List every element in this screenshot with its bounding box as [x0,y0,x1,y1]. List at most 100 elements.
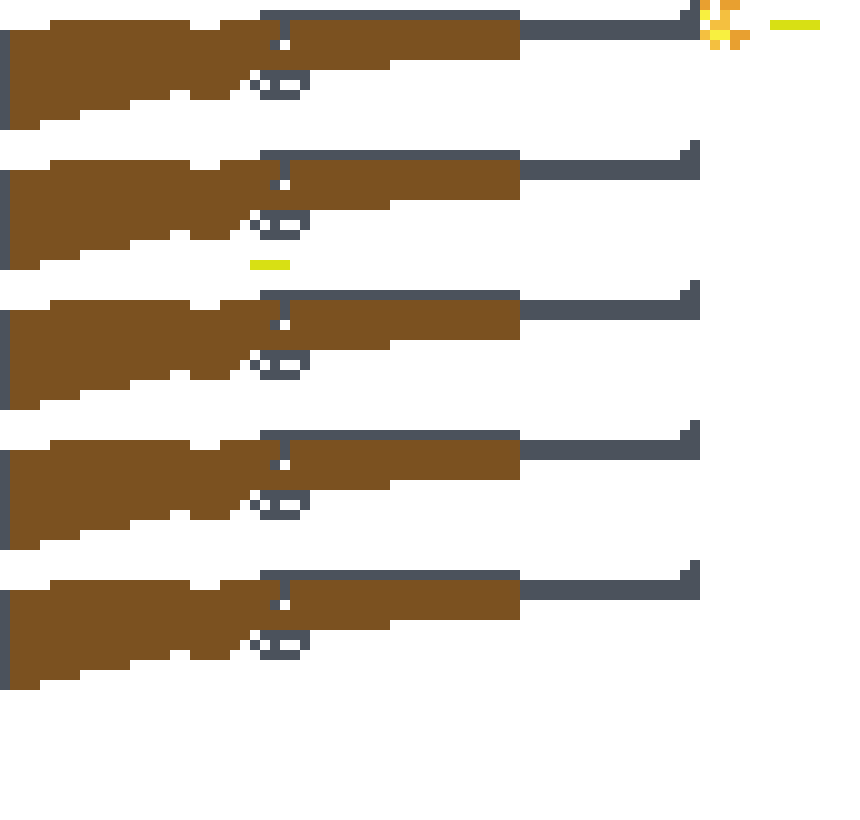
muzzle-flash-pixel [720,10,730,20]
rifle-metal-pixel [300,490,310,510]
rifle-stock-pixel [190,510,230,520]
rifle-metal-pixel [270,460,280,470]
rifle-metal-pixel [0,170,10,270]
rifle-stock-pixel [220,440,280,450]
rifle-metal-pixel [680,10,700,20]
muzzle-flash-pixel [700,30,710,40]
rifle-stock-pixel [220,20,280,30]
rifle-stock-pixel [10,340,390,350]
rifle-stock-pixel [10,100,130,110]
rifle-metal-pixel [250,220,260,230]
rifle-metal-pixel [250,360,260,370]
rifle-stock-pixel [10,170,280,180]
rifle-stock-pixel [50,440,190,450]
rifle-stock-pixel [10,30,280,40]
rifle-stock-pixel [10,360,240,370]
rifle-stock-pixel [10,380,130,390]
rifle-metal-pixel [260,350,300,360]
rifle-metal-pixel [250,640,260,650]
rifle-stock-pixel [10,110,80,120]
muzzle-flash-pixel [710,30,730,40]
rifle-stock-pixel [10,670,80,680]
rifle-metal-pixel [260,290,520,300]
rifle-stock-pixel [10,480,390,490]
rifle-stock-pixel [10,220,240,230]
rifle-stock-pixel [10,260,40,270]
rifle-stock-pixel [10,450,280,460]
rifle-stock-pixel [190,370,230,380]
rifle-metal-pixel [680,150,700,160]
rifle-stock-pixel [10,520,130,530]
rifle-metal-pixel [270,220,280,230]
rifle-frame-1 [0,0,860,140]
rifle-metal-pixel [690,420,700,430]
rifle-stock-pixel [10,620,390,630]
rifle-metal-pixel [260,430,520,440]
rifle-frame-3 [0,280,860,420]
rifle-metal-pixel [280,580,290,600]
rifle-metal-pixel [690,560,700,570]
rifle-stock-pixel [10,540,40,550]
rifle-stock-pixel [290,580,520,620]
rifle-metal-pixel [0,450,10,550]
rifle-metal-pixel [270,360,280,370]
rifle-metal-pixel [280,160,290,180]
rifle-stock-pixel [290,160,520,200]
rifle-metal-pixel [300,210,310,230]
rifle-metal-pixel [270,600,280,610]
rifle-metal-pixel [0,590,10,690]
rifle-metal-pixel [270,320,280,330]
rifle-stock-pixel [10,530,80,540]
rifle-stock-pixel [10,90,170,100]
rifle-metal-pixel [680,570,700,580]
rifle-stock-pixel [10,630,250,640]
rifle-frame-5 [0,560,860,700]
rifle-metal-pixel [680,290,700,300]
rifle-metal-pixel [300,350,310,370]
rifle-metal-pixel [260,230,300,240]
rifle-metal-pixel [270,80,280,90]
rifle-stock-pixel [10,600,270,610]
rifle-stock-pixel [50,160,190,170]
muzzle-flash-pixel [730,30,750,40]
rifle-stock-pixel [290,300,520,340]
rifle-metal-pixel [260,210,300,220]
rifle-stock-pixel [220,160,280,170]
rifle-stock-pixel [290,20,520,60]
rifle-stock-pixel [10,190,290,200]
rifle-metal-pixel [520,20,700,40]
bullet-icon [770,20,820,30]
rifle-frame-4 [0,420,860,560]
rifle-stock-pixel [10,330,290,340]
muzzle-flash-pixel [700,0,710,10]
rifle-metal-pixel [260,90,300,100]
rifle-metal-pixel [300,630,310,650]
rifle-metal-pixel [680,430,700,440]
rifle-metal-pixel [520,300,700,320]
rifle-metal-pixel [250,500,260,510]
rifle-stock-pixel [10,390,80,400]
rifle-stock-pixel [10,350,250,360]
rifle-metal-pixel [260,70,300,80]
rifle-stock-pixel [220,580,280,590]
rifle-stock-pixel [10,180,270,190]
rifle-metal-pixel [260,370,300,380]
rifle-stock-pixel [10,50,290,60]
rifle-metal-pixel [280,300,290,320]
rifle-stock-pixel [10,490,250,500]
rifle-frame-2 [0,140,860,280]
rifle-stock-pixel [10,60,390,70]
rifle-metal-pixel [270,40,280,50]
rifle-metal-pixel [280,440,290,460]
rifle-metal-pixel [260,570,520,580]
rifle-stock-pixel [10,590,280,600]
rifle-stock-pixel [10,370,170,380]
rifle-stock-pixel [10,240,130,250]
rifle-metal-pixel [520,580,700,600]
rifle-metal-pixel [0,30,10,130]
rifle-stock-pixel [10,40,270,50]
rifle-metal-pixel [260,630,300,640]
rifle-metal-pixel [270,640,280,650]
rifle-stock-pixel [220,300,280,310]
